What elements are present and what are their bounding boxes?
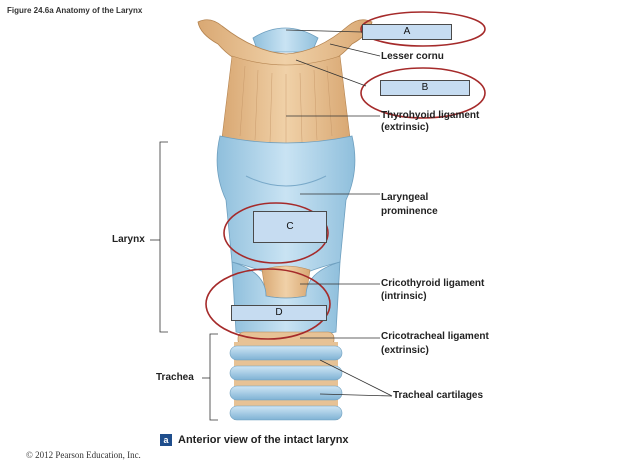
highlight-circle-b (360, 67, 486, 119)
highlight-circle-a (360, 11, 486, 47)
label-thyrohyoid-ligament: Thyrohyoid ligament (381, 110, 480, 121)
leader-tracheal-2 (319, 393, 393, 397)
figure-caption: a Anterior view of the intact larynx (160, 434, 349, 446)
answer-box-a[interactable]: A (362, 24, 452, 40)
label-cricothyroid-intrinsic: (intrinsic) (381, 291, 427, 302)
copyright: © 2012 Pearson Education, Inc. (26, 450, 141, 460)
tracheal-ring (229, 365, 343, 381)
highlight-circle-c (223, 202, 329, 264)
label-thyrohyoid-extrinsic: (extrinsic) (381, 122, 429, 133)
answer-box-b[interactable]: B (380, 80, 470, 96)
epiglottis (252, 27, 319, 53)
tracheal-ring (229, 405, 343, 421)
answer-box-c[interactable]: C (253, 211, 327, 243)
label-cricotracheal-ligament: Cricotracheal ligament (381, 331, 489, 342)
thyroid-cartilage (216, 135, 356, 285)
label-cricotracheal-extrinsic: (extrinsic) (381, 345, 429, 356)
label-prominence: prominence (381, 206, 438, 217)
leader-tracheal-1 (319, 359, 393, 397)
leader-a (285, 29, 363, 33)
highlight-circle-d (205, 268, 331, 340)
leader-b (295, 59, 367, 87)
leader-lesser-cornu (329, 43, 381, 57)
label-larynx: Larynx (112, 234, 145, 245)
figure-title: Figure 24.6a Anatomy of the Larynx (7, 6, 143, 15)
trachea-bracket (209, 333, 218, 421)
label-tracheal-cartilages: Tracheal cartilages (393, 390, 484, 401)
label-trachea: Trachea (156, 372, 194, 383)
caption-badge: a (160, 434, 172, 446)
caption-text: Anterior view of the intact larynx (178, 434, 349, 446)
larynx-bracket (159, 141, 168, 333)
tracheal-ring (229, 385, 343, 401)
label-laryngeal: Laryngeal (381, 192, 429, 203)
tracheal-ring (229, 345, 343, 361)
answer-box-d[interactable]: D (231, 305, 327, 321)
label-cricothyroid-ligament: Cricothyroid ligament (381, 278, 485, 289)
label-lesser-cornu: Lesser cornu (381, 51, 444, 62)
